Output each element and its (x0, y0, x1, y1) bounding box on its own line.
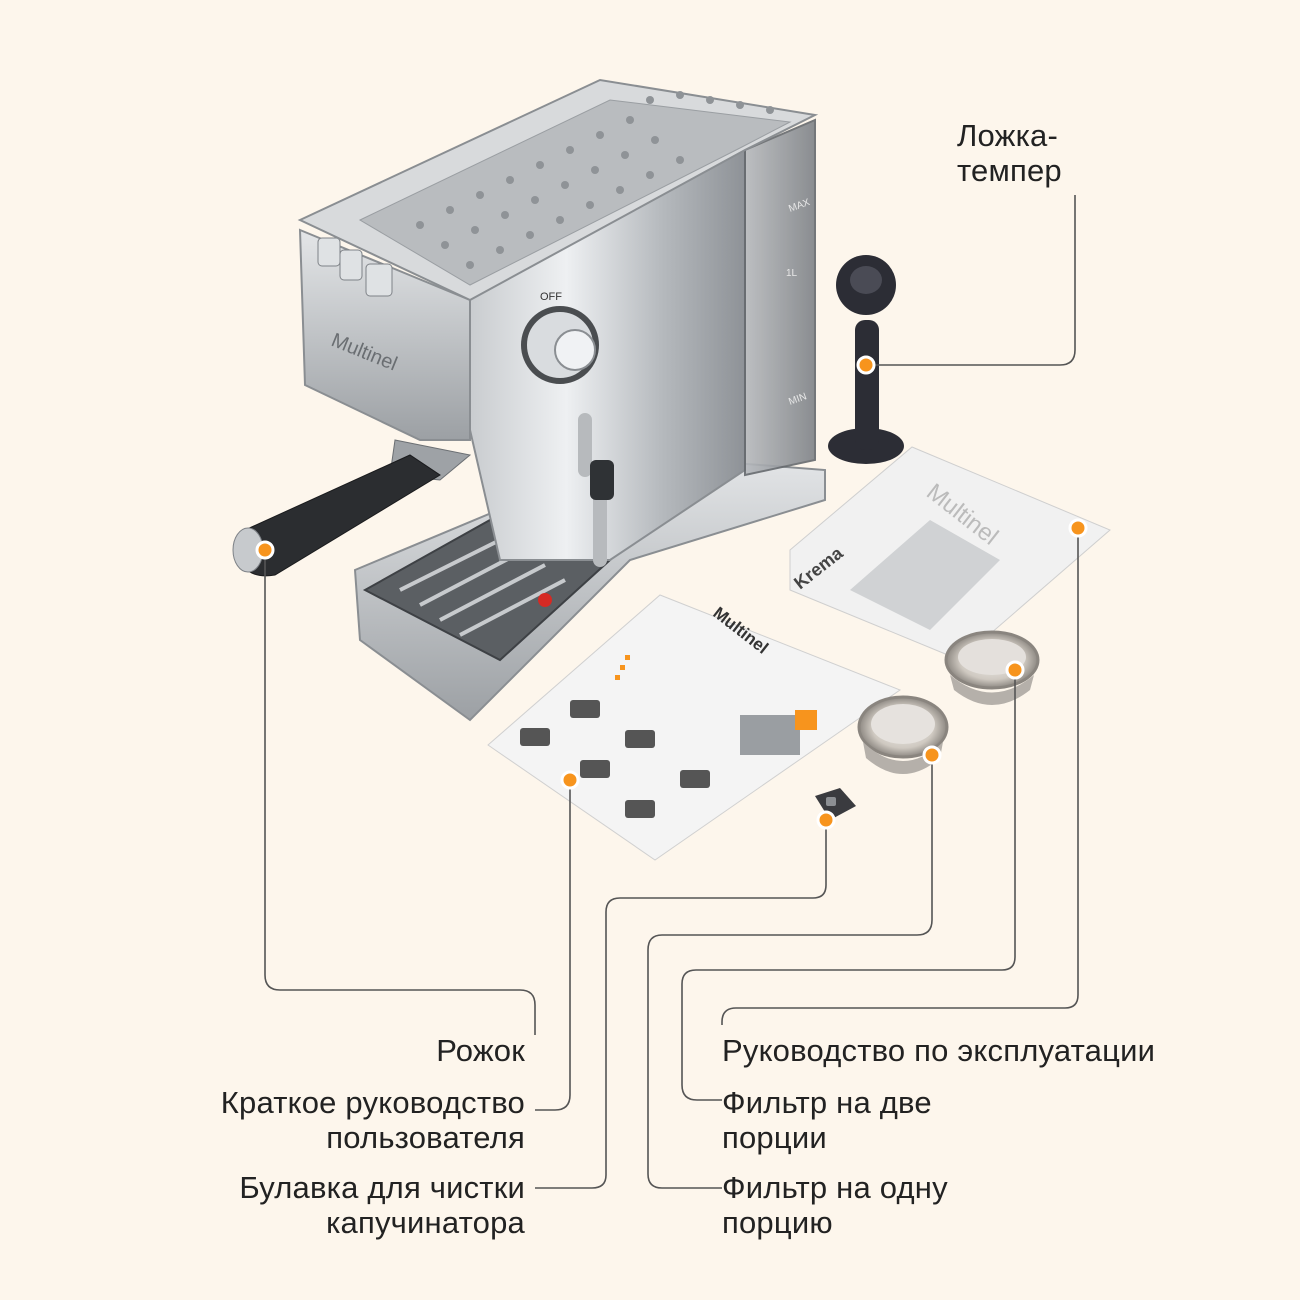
svg-text:1L: 1L (786, 268, 798, 279)
callout-dots (255, 355, 1088, 830)
single-filter (857, 695, 949, 774)
manual-dot (1068, 518, 1088, 538)
quick-guide-dot (560, 770, 580, 790)
cleaning-pin-leader (535, 820, 827, 1189)
single-filter-dot (922, 745, 942, 765)
cleaning-pin-label: Булавка для чистки капучинатора (239, 1170, 525, 1240)
water-tank (744, 118, 816, 477)
espresso-machine: MAX 1L MIN Multinel OFF (232, 78, 826, 722)
quick-guide-label: Краткое руководство пользователя (220, 1085, 525, 1155)
cleaning-pin-dot (816, 810, 836, 830)
tamper-label: Ложка- темпер (957, 118, 1062, 188)
svg-text:OFF: OFF (540, 291, 562, 303)
portafilter-leader (264, 550, 536, 1035)
user-manual: Krema Multinel (789, 446, 1111, 661)
leader-lines (264, 195, 1079, 1189)
tamper-leader (866, 195, 1076, 366)
quick-guide: Multinel (487, 594, 902, 861)
portafilter-dot (255, 540, 275, 560)
manual-label: Руководство по эксплуатации (722, 1033, 1156, 1068)
manual-leader (721, 528, 1079, 1025)
portafilter-label: Рожок (436, 1033, 525, 1068)
double-filter-dot (1005, 660, 1025, 680)
single-filter-leader (647, 755, 933, 1189)
quick-guide-leader (535, 780, 571, 1111)
tamper (828, 255, 904, 464)
double-filter-label: Фильтр на две порции (722, 1085, 932, 1155)
front-panel (298, 228, 471, 441)
single-filter-label: Фильтр на одну порцию (722, 1170, 948, 1240)
tamper-dot (856, 355, 876, 375)
double-filter-leader (681, 670, 1016, 1101)
